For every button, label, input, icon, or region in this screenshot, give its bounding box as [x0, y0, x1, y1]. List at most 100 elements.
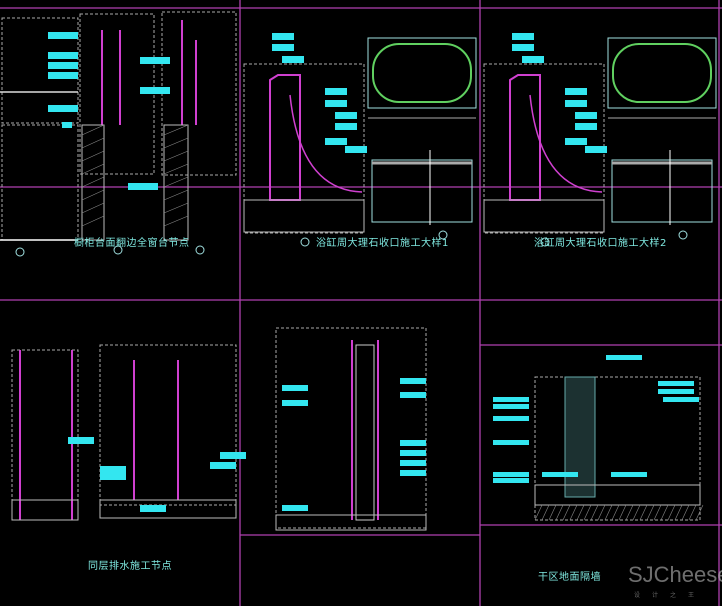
annotation-label-block — [658, 381, 694, 386]
annotation-label-block — [282, 385, 308, 391]
leader-line — [163, 163, 189, 175]
annotation-label-block — [400, 450, 426, 456]
leader-line — [681, 504, 690, 521]
leader-line — [541, 504, 550, 521]
leader-line — [674, 504, 683, 521]
drawing-title-4: 同层排水施工节点 — [88, 561, 172, 572]
leader-line — [597, 504, 606, 521]
pipe-wall — [133, 360, 179, 500]
leader-line — [590, 504, 599, 521]
leader-line — [625, 504, 634, 521]
annotation-label-block — [48, 105, 78, 112]
cad-outline — [355, 344, 375, 521]
leader-line — [548, 504, 557, 521]
annotation-label-block — [272, 44, 294, 51]
annotation-label-block — [335, 112, 357, 119]
drawing-title-1: 橱柜台面翻边全窗台节点 — [74, 238, 190, 249]
leader-line — [660, 504, 669, 521]
cad-outline — [11, 349, 79, 521]
annotation-label-block — [68, 437, 94, 444]
annotation-label-block — [565, 138, 587, 145]
annotation-label-block — [493, 472, 529, 477]
leader-line — [163, 150, 189, 162]
leader-line — [667, 504, 676, 521]
annotation-label-block — [272, 33, 294, 40]
section-marker — [15, 247, 25, 257]
cad-outline — [483, 63, 605, 234]
leader-line — [611, 504, 620, 521]
leader-line — [639, 504, 648, 521]
cad-outline — [1, 17, 79, 124]
cad-outline — [243, 199, 365, 233]
leader-line — [81, 163, 105, 175]
leader-line — [688, 504, 697, 521]
cad-outline — [534, 484, 701, 506]
leader-line — [81, 202, 105, 214]
annotation-label-block — [48, 62, 78, 69]
annotation-label-block — [611, 472, 647, 477]
annotation-label-block — [522, 56, 544, 63]
annotation-label-block — [606, 355, 642, 360]
leader-line — [163, 137, 189, 149]
annotation-label-block — [62, 122, 72, 128]
cad-outline — [79, 13, 155, 175]
annotation-label-block — [400, 460, 426, 466]
leader-line — [555, 504, 564, 521]
partition-wall — [351, 340, 379, 520]
annotation-label-block — [220, 452, 246, 459]
drawing-title-3: 浴缸周大理石收口施工大样2 — [534, 238, 667, 249]
annotation-label-block — [140, 57, 170, 64]
section-marker — [300, 237, 310, 247]
annotation-label-block — [493, 478, 529, 483]
wall-section — [101, 30, 121, 125]
leader-line — [569, 504, 578, 521]
cad-outline — [161, 11, 237, 176]
annotation-label-block — [400, 470, 426, 476]
annotation-label-block — [575, 112, 597, 119]
leader-line — [646, 504, 655, 521]
watermark-logo: SJCheese — [628, 562, 722, 587]
annotation-label-block — [345, 146, 367, 153]
annotation-label-block — [493, 397, 529, 402]
leader-line — [81, 189, 105, 201]
cad-outline — [99, 344, 237, 506]
leader-line — [632, 504, 641, 521]
leader-line — [604, 504, 613, 521]
annotation-label-block — [325, 88, 347, 95]
annotation-label-block — [325, 138, 347, 145]
annotation-label-block — [565, 88, 587, 95]
leader-line — [534, 504, 543, 521]
annotation-label-block — [140, 505, 166, 512]
cad-outline — [534, 376, 701, 521]
cad-outline — [371, 159, 473, 223]
drawing-title-2: 浴缸周大理石收口施工大样1 — [316, 238, 449, 249]
annotation-label-block — [400, 378, 426, 384]
cad-outline — [275, 514, 427, 531]
leader-line — [653, 504, 662, 521]
cad-outline — [611, 159, 713, 223]
section-marker — [438, 230, 448, 240]
cad-outline — [483, 199, 605, 233]
leader-line — [81, 124, 105, 136]
annotation-label-block — [48, 72, 78, 79]
annotation-label-block — [325, 100, 347, 107]
annotation-label-block — [493, 440, 529, 445]
leader-line — [163, 176, 189, 188]
annotation-label-block — [542, 472, 578, 477]
wall-section — [181, 20, 197, 125]
detail-drawings — [0, 11, 717, 531]
leader-line — [562, 504, 571, 521]
annotation-label-block — [512, 33, 534, 40]
annotation-label-block — [282, 56, 304, 63]
annotation-label-block — [400, 440, 426, 446]
leader-line — [163, 124, 189, 136]
annotation-label-block — [575, 123, 597, 130]
annotation-label-block — [585, 146, 607, 153]
section-marker — [195, 245, 205, 255]
cad-outline — [367, 37, 477, 109]
cad-outline — [99, 499, 237, 519]
annotation-label-block — [493, 416, 529, 421]
annotation-label-block — [493, 404, 529, 409]
